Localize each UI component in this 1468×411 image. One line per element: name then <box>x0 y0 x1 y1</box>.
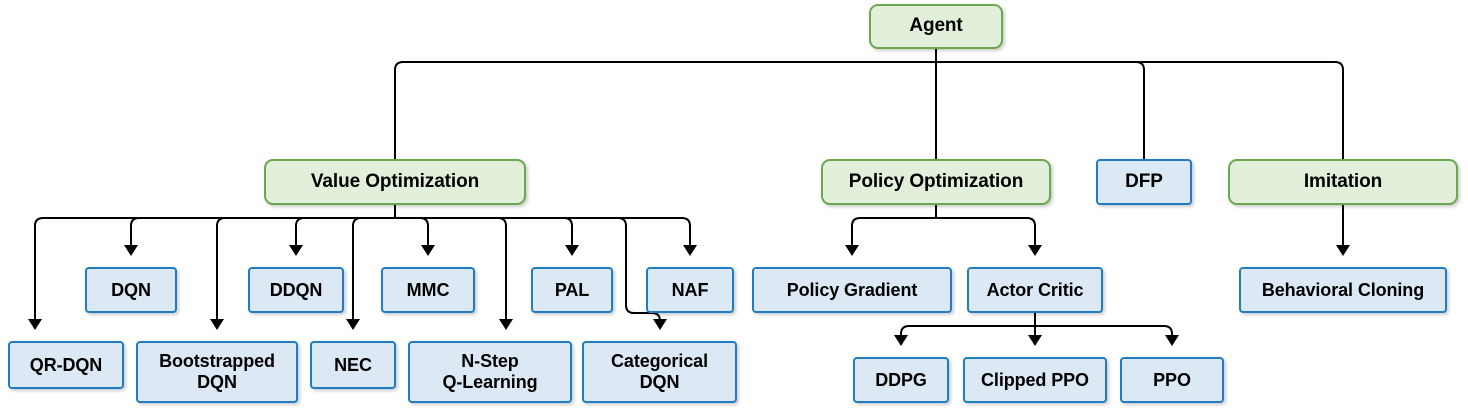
arrowhead-actor-to-ppo <box>1165 335 1179 346</box>
node-label-actor-critic: Actor Critic <box>986 279 1084 300</box>
node-label-ppo: PPO <box>1153 369 1191 390</box>
node-label-behavioral-cloning: Behavioral Cloning <box>1261 279 1425 300</box>
node-label-naf: NAF <box>671 279 709 300</box>
arrowhead-actor-to-clipped-ppo <box>1028 335 1042 346</box>
arrowhead-value-to-mmc <box>421 245 435 256</box>
node-qr-dqn[interactable]: QR-DQN <box>8 341 124 389</box>
node-label-pal: PAL <box>554 279 590 300</box>
node-value-optimization[interactable]: Value Optimization <box>264 159 526 205</box>
arrowhead-value-to-dqn <box>124 245 138 256</box>
node-ppo[interactable]: PPO <box>1120 357 1224 403</box>
node-pal[interactable]: PAL <box>531 267 613 313</box>
arrowhead-imitation-to-behavioral-cloning <box>1336 245 1350 256</box>
edge-value-to-pal <box>395 217 573 246</box>
node-agent[interactable]: Agent <box>869 4 1003 49</box>
edge-value-to-dqn <box>130 217 395 246</box>
node-label-mmc: MMC <box>406 279 450 300</box>
edge-agent-to-dfp <box>936 61 1145 172</box>
edge-agent-to-imitation <box>936 61 1344 172</box>
node-label-imitation: Imitation <box>1303 170 1383 192</box>
node-label-value-optimization: Value Optimization <box>310 170 480 192</box>
node-policy-optimization[interactable]: Policy Optimization <box>821 159 1051 205</box>
arrowhead-value-to-bootstrapped-dqn <box>210 319 224 330</box>
arrowhead-value-to-naf <box>683 245 697 256</box>
node-imitation[interactable]: Imitation <box>1228 159 1458 205</box>
node-naf[interactable]: NAF <box>646 267 734 313</box>
edge-value-to-naf <box>395 217 691 246</box>
arrowhead-value-to-n-step <box>499 319 513 330</box>
node-label-n-step-q-learning: N-Step Q-Learning <box>442 351 538 392</box>
node-label-policy-gradient: Policy Gradient <box>786 279 918 300</box>
node-actor-critic[interactable]: Actor Critic <box>967 267 1103 313</box>
node-behavioral-cloning[interactable]: Behavioral Cloning <box>1239 267 1447 313</box>
arrowhead-value-to-pal <box>565 245 579 256</box>
node-label-categorical-dqn: Categorical DQN <box>611 351 708 392</box>
edge-actor-to-ddpg <box>900 325 1035 336</box>
node-mmc[interactable]: MMC <box>381 267 475 313</box>
node-n-step-q-learning[interactable]: N-Step Q-Learning <box>408 341 572 403</box>
node-categorical-dqn[interactable]: Categorical DQN <box>582 341 737 403</box>
arrowhead-policy-to-policy-gradient <box>845 245 859 256</box>
node-label-ddqn: DDQN <box>269 279 323 300</box>
node-label-nec: NEC <box>334 354 372 375</box>
node-label-dqn: DQN <box>111 279 151 300</box>
node-clipped-ppo[interactable]: Clipped PPO <box>963 357 1107 403</box>
node-policy-gradient[interactable]: Policy Gradient <box>752 267 952 313</box>
node-nec[interactable]: NEC <box>310 341 396 389</box>
arrowhead-value-to-ddqn <box>289 245 303 256</box>
arrowhead-value-to-nec <box>346 319 360 330</box>
edge-value-to-mmc <box>395 217 429 246</box>
arrowhead-value-to-categorical-dqn <box>653 319 667 330</box>
edge-policy-to-policy-gradient <box>851 217 936 246</box>
edge-agent-to-value-optimization <box>394 49 937 172</box>
node-bootstrapped-dqn[interactable]: Bootstrapped DQN <box>136 341 298 403</box>
node-dqn[interactable]: DQN <box>85 267 177 313</box>
node-label-bootstrapped-dqn: Bootstrapped DQN <box>159 351 275 392</box>
node-label-policy-optimization: Policy Optimization <box>848 170 1024 192</box>
edge-value-to-ddqn <box>295 217 395 246</box>
node-label-agent: Agent <box>909 15 963 37</box>
node-label-qr-dqn: QR-DQN <box>29 354 103 375</box>
node-ddpg[interactable]: DDPG <box>853 357 949 403</box>
edge-actor-to-ppo <box>1035 325 1173 336</box>
edge-policy-to-actor-critic <box>936 217 1036 246</box>
arrowhead-policy-to-actor-critic <box>1028 245 1042 256</box>
node-label-clipped-ppo: Clipped PPO <box>981 369 1089 390</box>
arrowhead-value-to-qr-dqn <box>28 319 42 330</box>
node-dfp[interactable]: DFP <box>1096 159 1192 205</box>
node-label-ddpg: DDPG <box>875 369 927 390</box>
node-label-dfp: DFP <box>1125 170 1163 192</box>
node-ddqn[interactable]: DDQN <box>248 267 344 313</box>
arrowhead-actor-to-ddpg <box>894 335 908 346</box>
